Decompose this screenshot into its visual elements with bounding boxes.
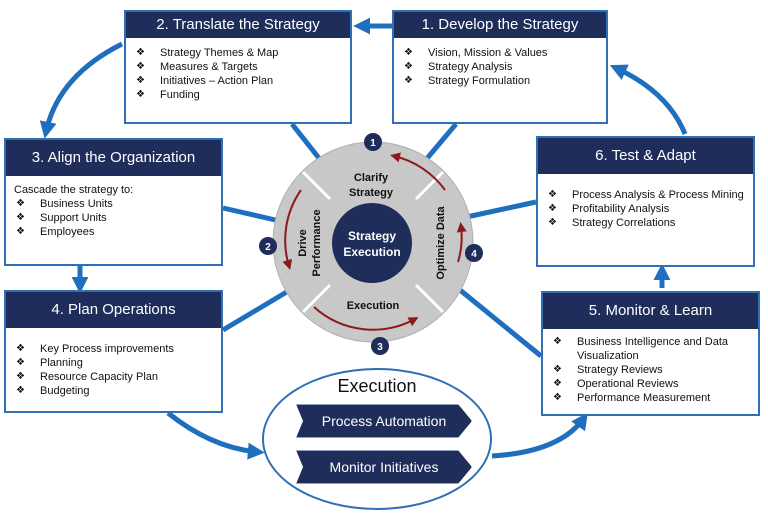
monitor-item: Strategy Reviews xyxy=(551,363,752,377)
wheel-center-line1: Strategy xyxy=(348,229,396,243)
develop-item: Strategy Analysis xyxy=(402,60,600,74)
translate-item: Measures & Targets xyxy=(134,60,344,74)
cycle-arrow-4-to-execution xyxy=(166,411,265,460)
monitor-item: Operational Reviews xyxy=(551,377,752,391)
step-plan-operations: 4. Plan Operations Key Process improveme… xyxy=(4,290,223,413)
step-translate-strategy: 2. Translate the Strategy Strategy Theme… xyxy=(124,10,352,124)
step-develop-strategy: 1. Develop the Strategy Vision, Mission … xyxy=(392,10,608,124)
develop-title: 1. Develop the Strategy xyxy=(394,12,606,38)
sector-top-line2: Strategy xyxy=(349,187,394,199)
step-number-3: 3 xyxy=(377,342,383,353)
step-monitor-learn: 5. Monitor & Learn Business Intelligence… xyxy=(541,291,760,416)
step-badge-3 xyxy=(371,337,389,355)
wheel-center-line2: Execution xyxy=(343,245,400,259)
spoke-monitor xyxy=(458,288,543,358)
sector-bottom: Execution xyxy=(347,300,400,312)
translate-item: Funding xyxy=(134,88,344,102)
spoke-translate xyxy=(290,122,324,164)
align-intro: Cascade the strategy to: xyxy=(14,184,134,196)
test-item: Strategy Correlations xyxy=(546,216,747,230)
step-align-organization: 3. Align the Organization Cascade the st… xyxy=(4,138,223,266)
process-automation-chevron: Process Automation xyxy=(296,404,472,438)
develop-item: Strategy Formulation xyxy=(402,74,600,88)
sector-right: Optimize Data xyxy=(435,205,447,279)
step-number-2: 2 xyxy=(265,242,271,253)
test-title: 6. Test & Adapt xyxy=(538,138,753,174)
spoke-plan xyxy=(221,287,292,333)
spoke-test xyxy=(461,199,537,221)
monitor-item: Business Intelligence and Data Visualiza… xyxy=(551,335,752,363)
translate-item: Strategy Themes & Map xyxy=(134,46,344,60)
align-item: Support Units xyxy=(14,211,215,225)
step-test-adapt: 6. Test & Adapt Process Analysis & Proce… xyxy=(536,136,755,267)
translate-item: Initiatives – Action Plan xyxy=(134,74,344,88)
inner-arrow-right xyxy=(456,222,467,263)
spoke-align xyxy=(222,205,285,225)
plan-item: Resource Capacity Plan xyxy=(14,370,215,384)
translate-title: 2. Translate the Strategy xyxy=(126,12,350,38)
monitor-initiatives-chevron: Monitor Initiatives xyxy=(296,450,472,484)
wheel-center xyxy=(332,203,412,283)
execution-oval xyxy=(262,368,492,510)
monitor-title: 5. Monitor & Learn xyxy=(543,293,758,329)
step-number-4: 4 xyxy=(471,249,477,260)
inner-arrow-left xyxy=(282,189,302,270)
cycle-arrow-2-to-3 xyxy=(39,41,124,139)
execution-title: Execution xyxy=(337,376,417,396)
sector-top-line1: Clarify xyxy=(354,172,389,184)
test-item: Profitability Analysis xyxy=(546,202,747,216)
plan-item: Key Process improvements xyxy=(14,342,215,356)
plan-title: 4. Plan Operations xyxy=(6,292,221,328)
step-badge-4 xyxy=(465,244,483,262)
monitor-item: Performance Measurement xyxy=(551,391,752,405)
align-item: Business Units xyxy=(14,197,215,211)
inner-arrow-top xyxy=(390,152,446,191)
step-badge-1 xyxy=(364,133,382,151)
plan-item: Planning xyxy=(14,356,215,370)
test-item: Process Analysis & Process Mining xyxy=(546,188,747,202)
align-item: Employees xyxy=(14,225,215,239)
align-title: 3. Align the Organization xyxy=(6,140,221,176)
spoke-develop xyxy=(422,122,458,164)
step-number-1: 1 xyxy=(370,138,376,149)
cycle-arrow-execution-to-5 xyxy=(491,412,588,459)
step-badge-2 xyxy=(259,237,277,255)
sector-left-line2: Performance xyxy=(311,209,323,276)
sector-left-line1: Drive xyxy=(297,229,309,257)
inner-arrow-bottom xyxy=(313,306,419,331)
plan-item: Budgeting xyxy=(14,384,215,398)
develop-item: Vision, Mission & Values xyxy=(402,46,600,60)
cycle-arrow-6-to-1 xyxy=(609,64,688,135)
